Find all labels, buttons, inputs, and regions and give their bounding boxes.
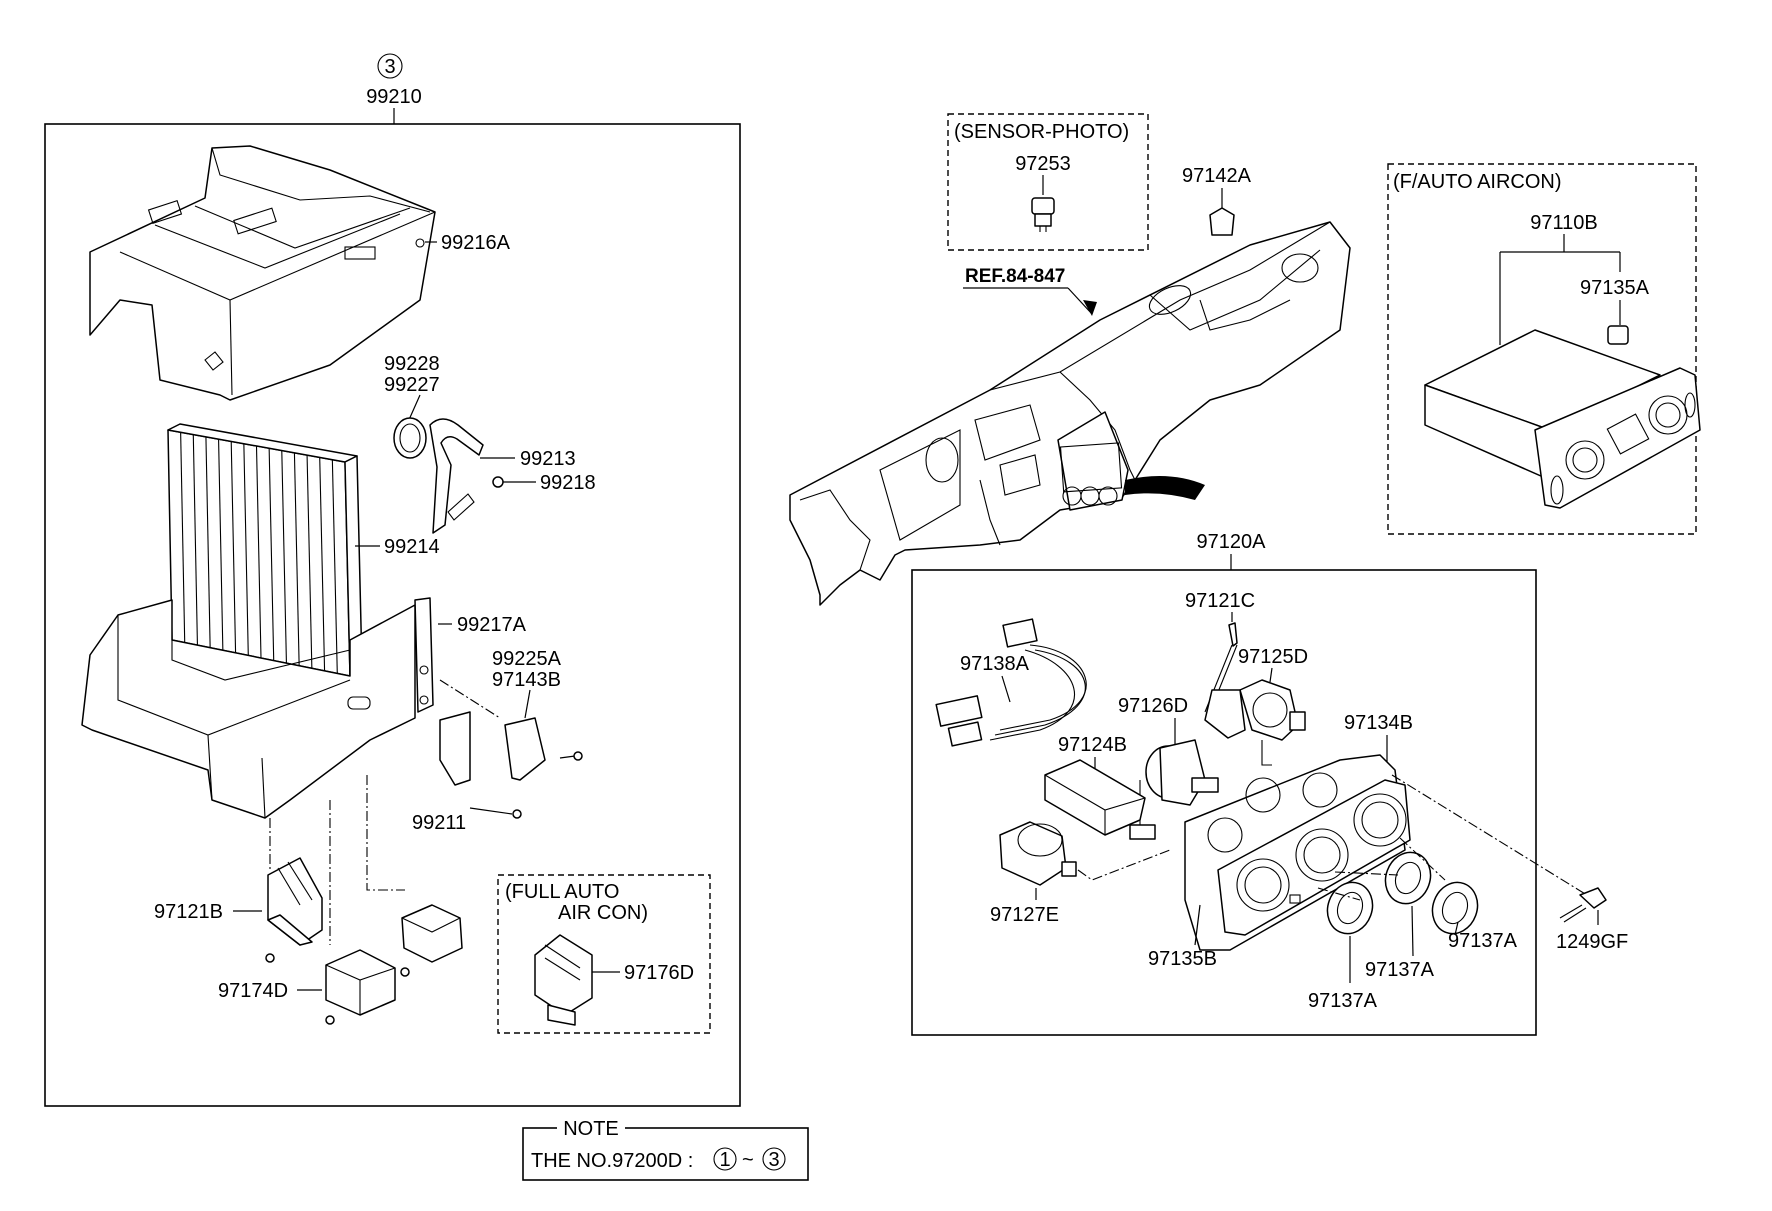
resistor-97121B-drawing [267, 857, 323, 946]
assembly-frame [44, 123, 741, 1107]
heater-unit-assembly: 3 99210 99216A 99228 99227 99213 [44, 53, 741, 1107]
evaporator-fin [180, 432, 186, 643]
assembly-number: 99210 [366, 86, 422, 108]
note-circle-1 [713, 1147, 737, 1171]
actuator-97127E-drawing [999, 821, 1077, 886]
label-97121B: 97121B [154, 901, 223, 923]
evaporator-fin [230, 441, 237, 653]
evaporator-fin [281, 450, 287, 664]
label-97110B: 97110B [1530, 212, 1597, 234]
upper-case-drawing [89, 145, 436, 401]
evaporator-fin [205, 436, 211, 648]
label-99213: 99213 [520, 448, 576, 470]
lower-case-drawing [81, 597, 434, 819]
label-99225A: 99225A [492, 648, 562, 670]
label-97135B: 97135B [1148, 948, 1217, 970]
evaporator-fin [192, 434, 198, 646]
callout-wedge [1125, 476, 1205, 500]
label-99217A: 99217A [457, 614, 527, 636]
ref-label: REF.84-847 [965, 266, 1065, 287]
label-97174D: 97174D [218, 980, 288, 1002]
actuator-97124B-drawing [1044, 759, 1156, 840]
evaporator-fin [255, 445, 262, 659]
f-auto-aircon-label: (F/AUTO AIRCON) [1393, 171, 1562, 193]
label-99228: 99228 [384, 353, 440, 375]
actuator-97126D-drawing [1139, 739, 1219, 831]
label-1249GF: 1249GF [1556, 931, 1628, 953]
actuator-97125D-drawing [1204, 679, 1306, 766]
control-unit-97110B-drawing [1424, 329, 1701, 509]
label-97134B: 97134B [1344, 712, 1413, 734]
note-title: NOTE [563, 1118, 619, 1140]
relay-97174D-drawing [325, 904, 463, 1016]
evaporator-fin [319, 457, 326, 671]
evaporator-core-drawing [167, 423, 363, 677]
label-99216A: 99216A [441, 232, 511, 254]
harness-97138A-drawing [935, 618, 1087, 747]
full-auto-label-line1: (FULL AUTO [505, 881, 619, 903]
full-auto-aircon-box [497, 874, 711, 1034]
evaporator-fin [306, 455, 313, 669]
note-box: NOTE THE NO.97200D : 1 ~ 3 [522, 1118, 809, 1181]
note-circle-3 [762, 1147, 786, 1171]
label-97135A: 97135A [1580, 277, 1650, 299]
resistor-97176D-drawing [534, 934, 593, 1026]
evaporator-fin [293, 452, 300, 666]
f-auto-aircon-group: (F/AUTO AIRCON) 97110B 97135A [1387, 163, 1701, 535]
label-97176D: 97176D [624, 962, 694, 984]
note-from: 1 [719, 1149, 730, 1171]
label-97120A: 97120A [1197, 531, 1267, 553]
evaporator-fin [331, 459, 338, 674]
note-to: 3 [768, 1149, 779, 1171]
label-99211: 99211 [412, 812, 466, 834]
dashboard-drawing [789, 221, 1351, 606]
label-97142A: 97142A [1182, 165, 1252, 187]
evaporator-fin [243, 443, 249, 656]
label-97137A-right: 97137A [1448, 930, 1518, 952]
label-97125D: 97125D [1238, 646, 1308, 668]
full-auto-label-line2: AIR CON) [558, 902, 648, 924]
label-97124B: 97124B [1058, 734, 1127, 756]
label-97138A: 97138A [960, 653, 1030, 675]
f-auto-aircon-box [1387, 163, 1697, 535]
label-97137A-left: 97137A [1308, 990, 1378, 1012]
faceplate-97134B-drawing [1184, 754, 1411, 951]
label-97137A-middle: 97137A [1365, 959, 1435, 981]
callout-circle-3 [377, 53, 403, 79]
label-99214: 99214 [384, 536, 440, 558]
evaporator-fin [218, 439, 224, 651]
label-97143B: 97143B [492, 669, 561, 691]
screw-1249GF-drawing [1559, 887, 1607, 923]
sensor-photo-label: (SENSOR-PHOTO) [954, 121, 1129, 143]
evaporator-fin [268, 448, 275, 661]
callout-circle-number: 3 [384, 56, 395, 78]
knobs-97137A-drawing [1326, 851, 1479, 935]
label-99227: 99227 [384, 374, 440, 396]
label-99218: 99218 [540, 472, 596, 494]
label-97126D: 97126D [1118, 695, 1188, 717]
sensor-photo-box [947, 113, 1149, 251]
label-97253: 97253 [1015, 153, 1071, 175]
label-97127E: 97127E [990, 904, 1059, 926]
note-tilde: ~ [742, 1149, 754, 1171]
label-97121C: 97121C [1185, 590, 1255, 612]
note-text: THE NO.97200D : [531, 1150, 693, 1172]
sensor-photo-group: (SENSOR-PHOTO) 97253 [947, 113, 1149, 251]
control-panel-frame [911, 569, 1537, 1036]
